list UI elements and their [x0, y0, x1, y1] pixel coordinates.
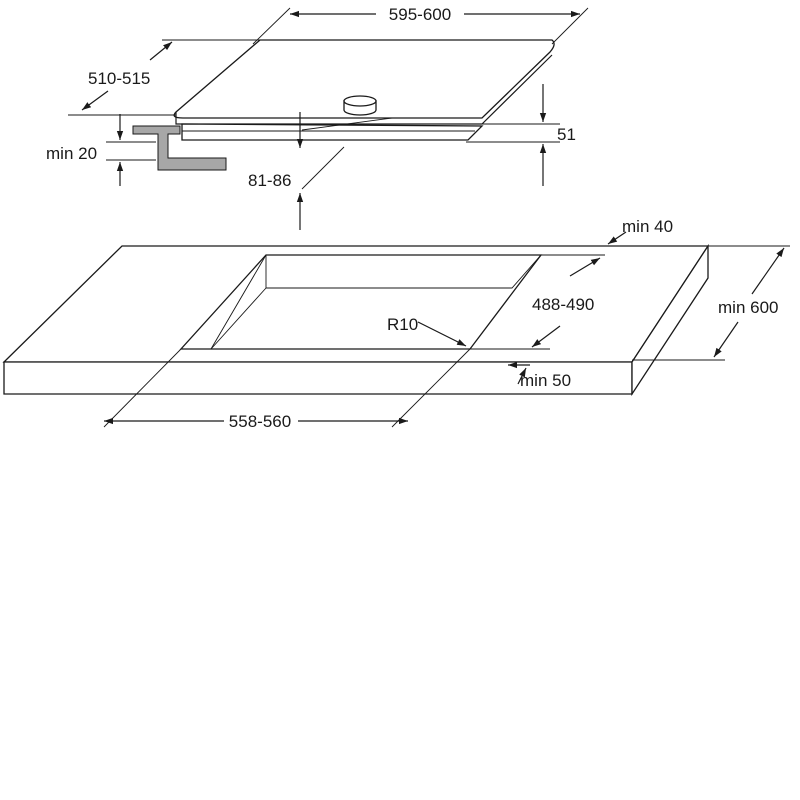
cutout-depth-label: 488-490 [532, 295, 594, 314]
hob-drawing: 595-600 510-515 51 81-86 min 20 [46, 5, 589, 230]
hob-glass-edge [175, 54, 553, 125]
front-gap-label: min 40 [622, 217, 673, 236]
cable-connector-icon [343, 95, 377, 116]
cutout-width-label: 558-560 [229, 412, 291, 431]
worktop-side-face [631, 243, 709, 397]
fixing-bracket [132, 125, 227, 171]
hob-inset-label: 81-86 [248, 171, 291, 190]
corner-radius-label: R10 [387, 315, 418, 334]
worktop-depth-label: min 600 [718, 298, 778, 317]
hob-width-label: 595-600 [389, 5, 451, 24]
cutout-inner-wall [210, 254, 542, 350]
hob-depth-label: 510-515 [88, 69, 150, 88]
hob-height-label: 51 [557, 125, 576, 144]
back-gap-label: min 50 [520, 371, 571, 390]
hob-clip-label: min 20 [46, 144, 97, 163]
worktop-drawing: min 40 488-490 min 600 R10 min 50 558-56… [2, 217, 790, 431]
hob-body [181, 123, 484, 141]
